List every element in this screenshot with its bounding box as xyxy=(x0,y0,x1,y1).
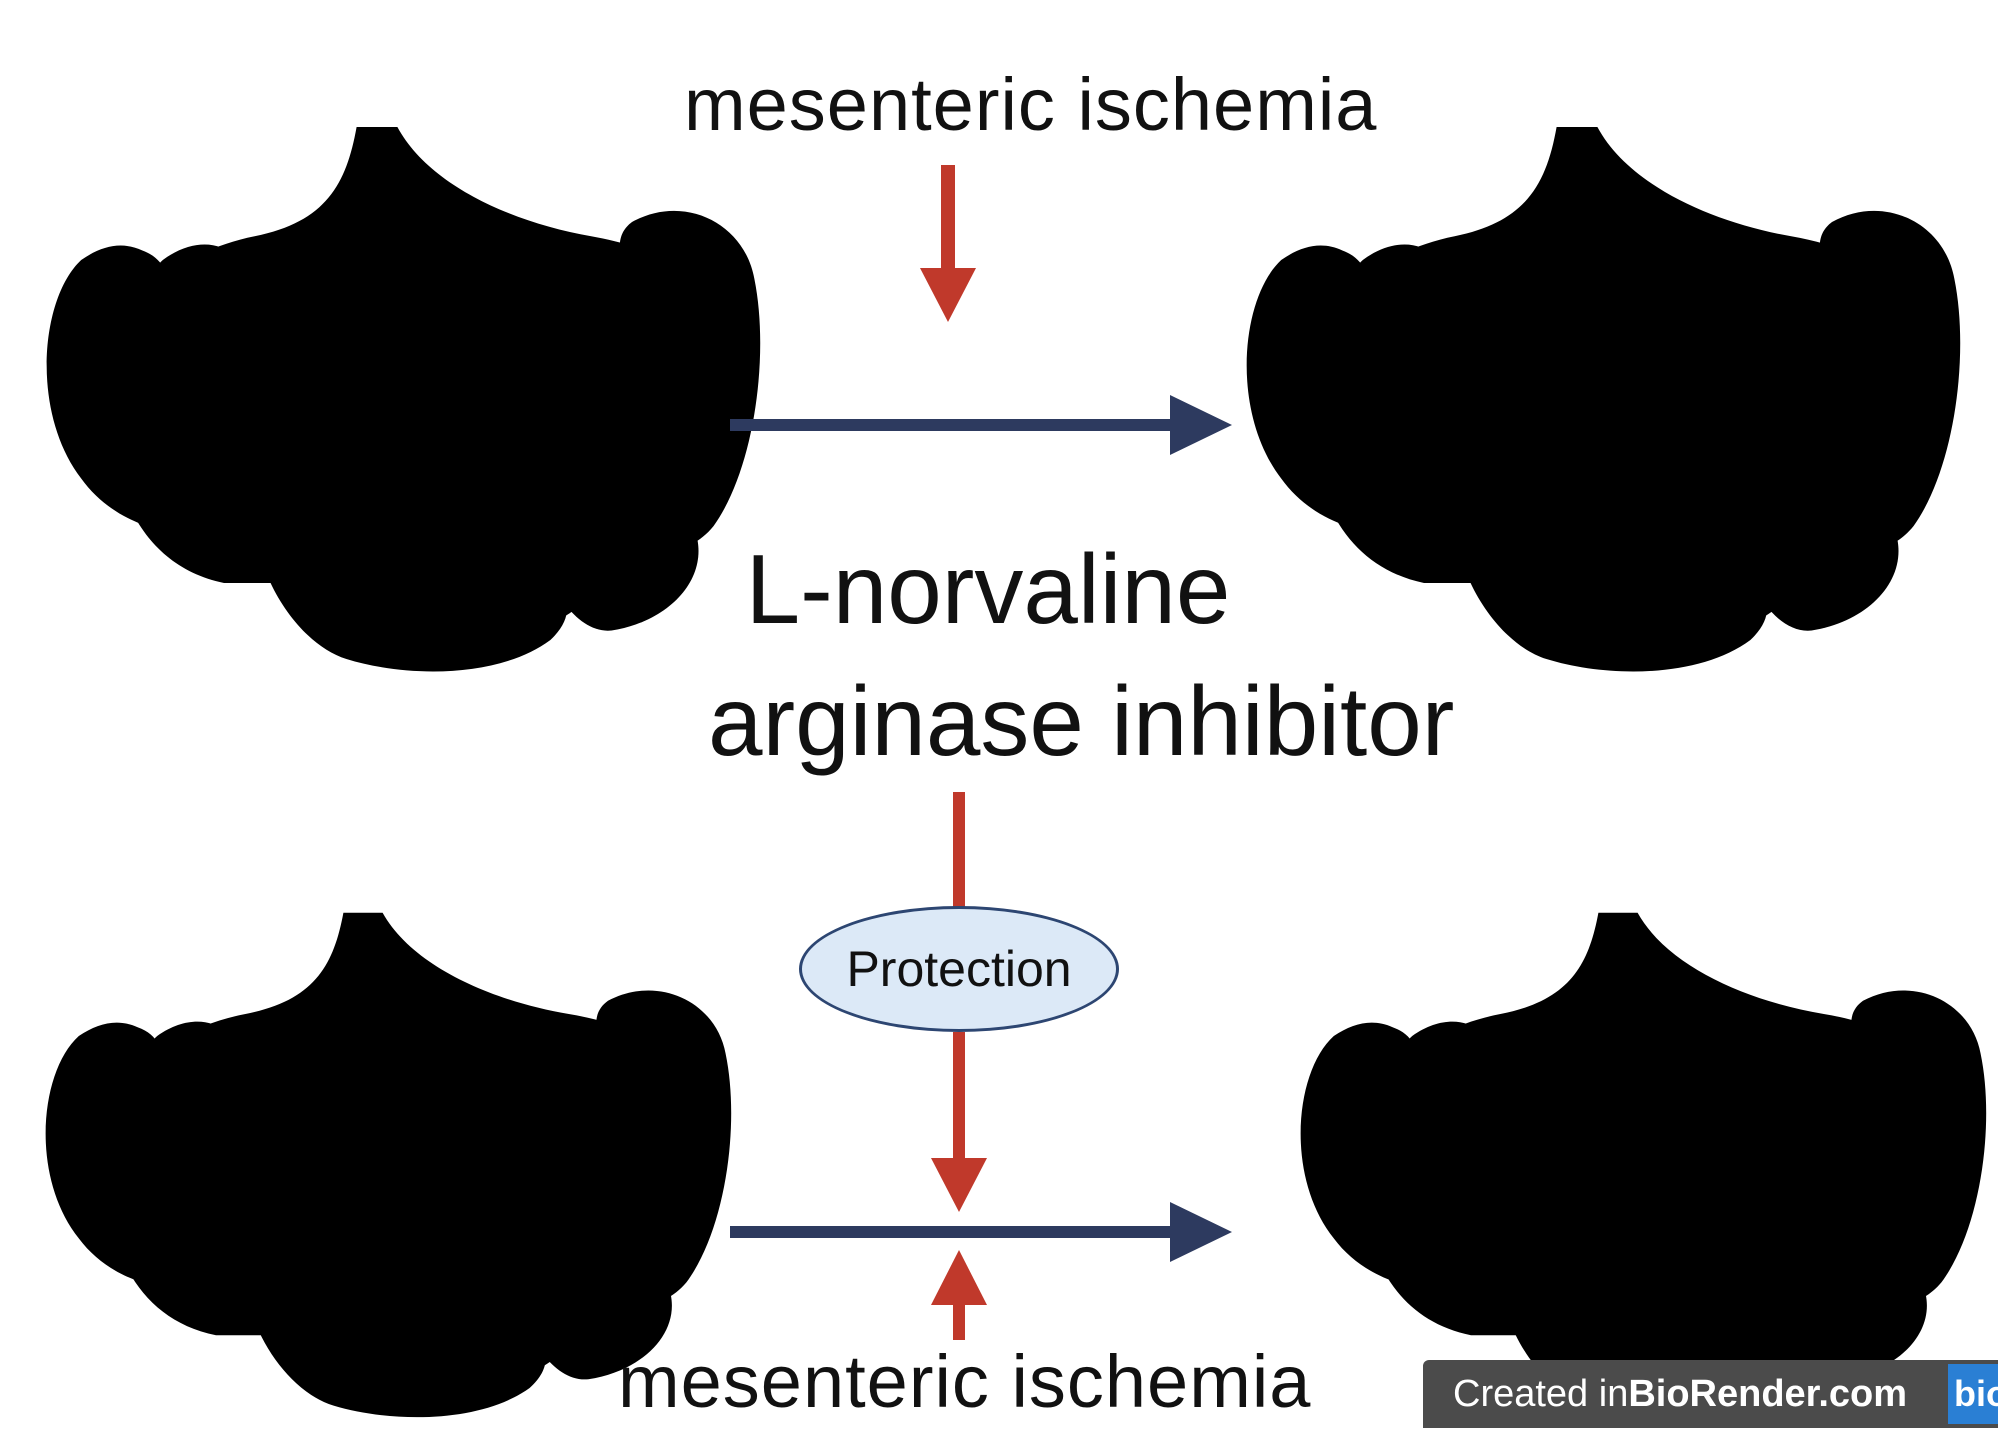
protected-intestine xyxy=(1300,912,1987,1418)
watermark-prefix: Created in xyxy=(1453,1372,1629,1415)
bottom-cause-label: mesenteric ischemia xyxy=(618,1340,1312,1423)
flow-arrow-bottom xyxy=(730,1202,1232,1262)
drug-class-label: arginase inhibitor xyxy=(708,666,1455,776)
flow-arrow-top xyxy=(730,395,1232,455)
biorender-watermark[interactable]: Created in BioRender.com xyxy=(1423,1360,1998,1428)
protection-label: Protection xyxy=(846,941,1072,997)
biorender-logo-icon[interactable]: bio xyxy=(1948,1364,1998,1424)
watermark-brand: BioRender.com xyxy=(1628,1372,1908,1415)
ischemia-arrow-top xyxy=(920,165,976,322)
ischemia-arrow-bottom xyxy=(931,1250,987,1340)
protection-arrow-down xyxy=(931,1032,987,1212)
protection-badge: Protection xyxy=(799,906,1119,1032)
ischemic-intestine xyxy=(1246,127,1961,672)
drug-name-label: L-norvaline xyxy=(745,534,1231,644)
top-cause-label: mesenteric ischemia xyxy=(684,63,1378,146)
healthy-intestine-top xyxy=(46,127,761,672)
